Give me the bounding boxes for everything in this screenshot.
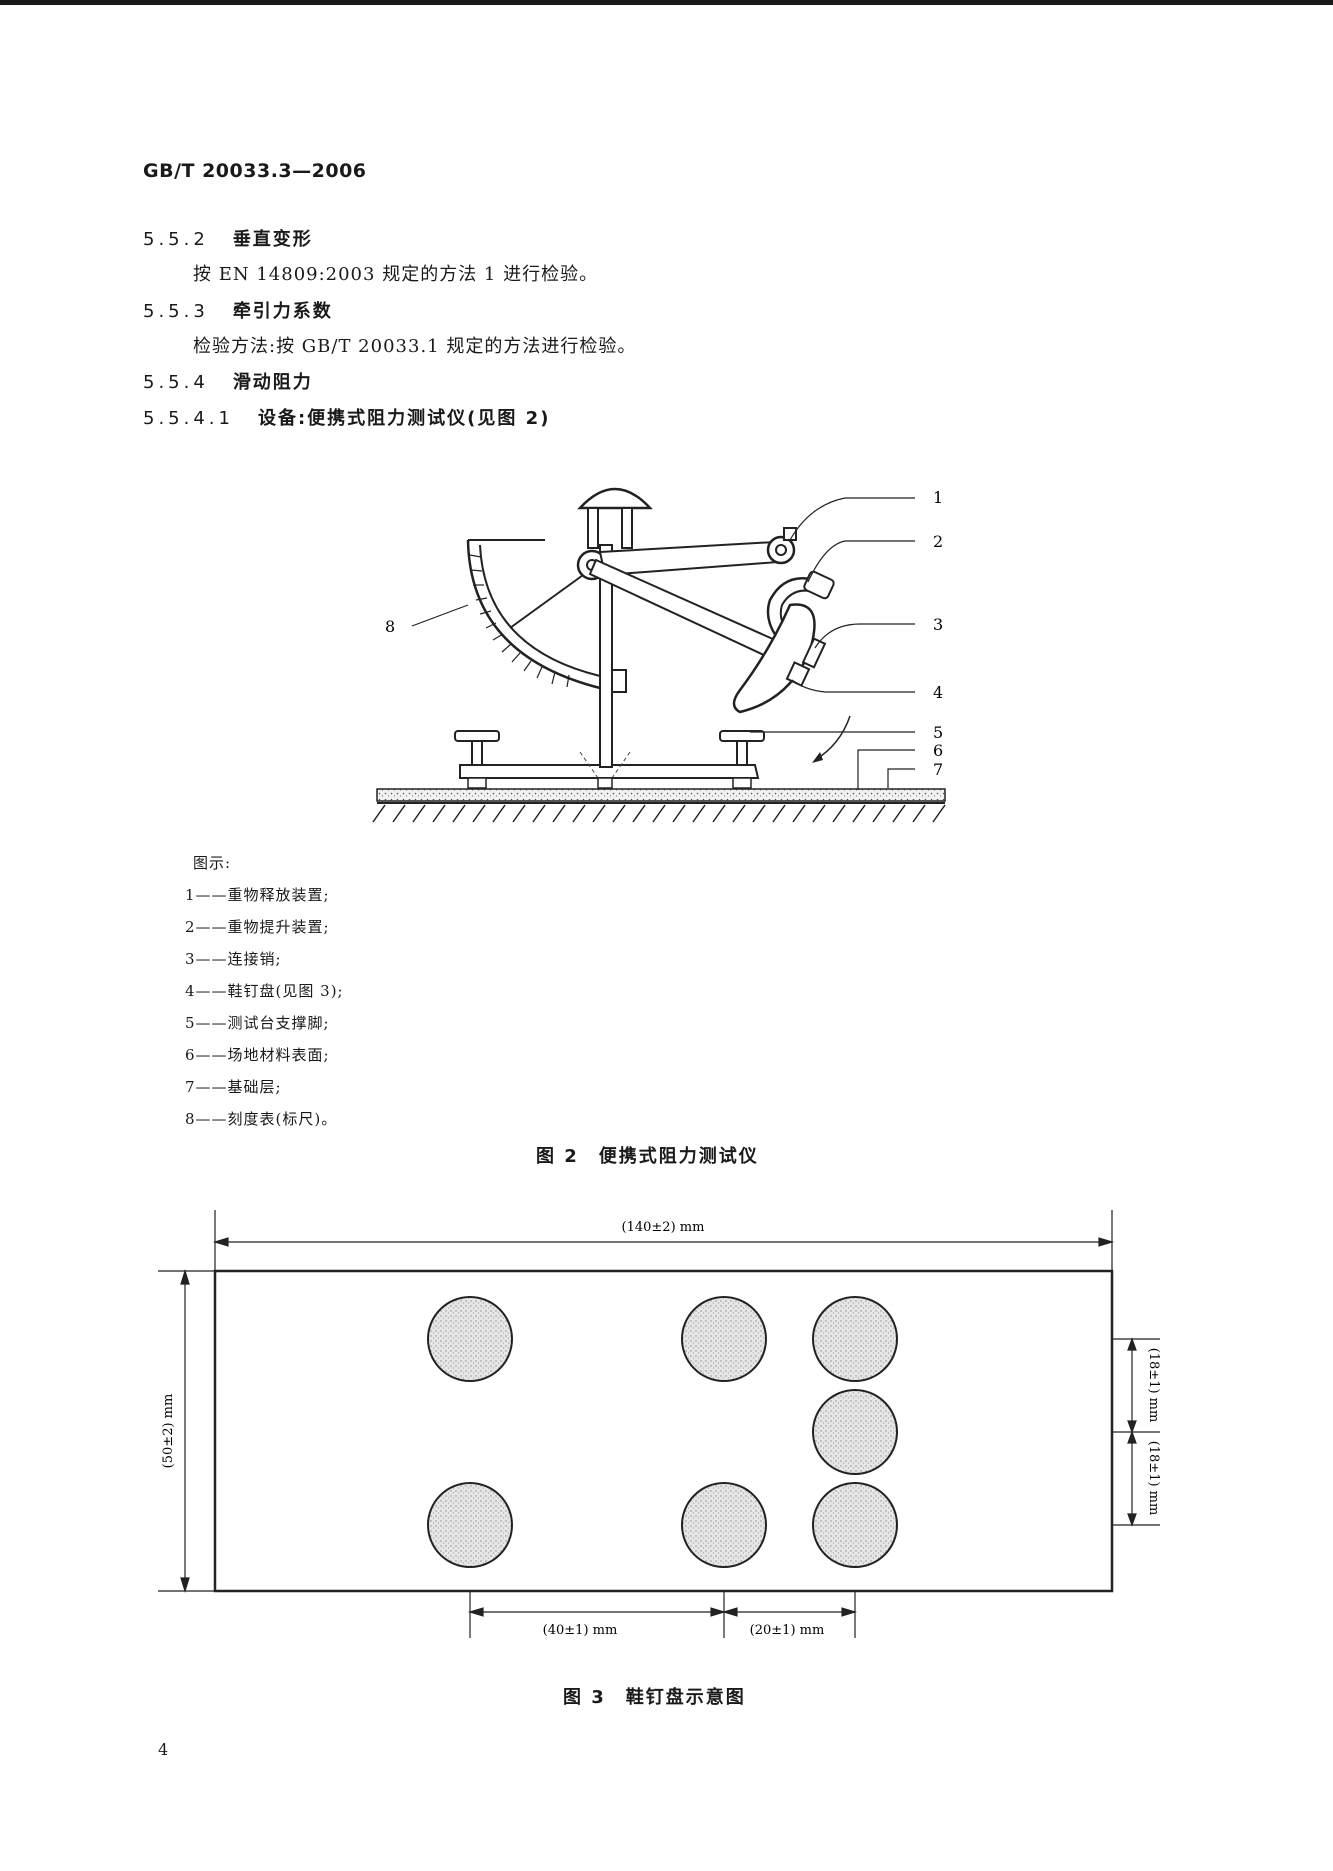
section-title: 牵引力系数 [232, 301, 333, 322]
stud [427, 1296, 513, 1382]
dim-right-upper-label: (18±1) mm [1146, 1348, 1161, 1423]
section-number: 5.5.2 [143, 229, 209, 250]
shoe-stud-plate [732, 603, 816, 714]
dim-height-label: (50±2) mm [161, 1394, 176, 1469]
stud [427, 1482, 513, 1568]
base-plate [459, 764, 760, 779]
section-5-5-4-1-heading: 5.5.4.1 设备:便携式阻力测试仪(见图 2) [143, 404, 550, 430]
section-title: 设备:便携式阻力测试仪(见图 2) [257, 408, 551, 429]
legend-item: 3——连接销; [185, 950, 282, 968]
stud [812, 1482, 898, 1568]
section-number: 5.5.3 [143, 301, 209, 322]
section-number: 5.5.4.1 [143, 408, 234, 429]
section-5-5-2-body: 按 EN 14809:2003 规定的方法 1 进行检验。 [193, 264, 599, 285]
callout-3: 3 [933, 615, 943, 634]
pendulum-arm [588, 558, 777, 658]
figure-3-caption: 图 3 鞋钉盘示意图 [563, 1687, 746, 1708]
dim-bottom [467, 1591, 858, 1638]
top-handle [577, 487, 653, 510]
callout-7: 7 [933, 760, 943, 779]
dim-right-lower-label: (18±1) mm [1146, 1441, 1161, 1516]
page-number: 4 [158, 1740, 169, 1759]
field-surface-layer [376, 788, 946, 802]
legend-item: 7——基础层; [185, 1078, 282, 1096]
stud [681, 1296, 767, 1382]
section-5-5-3-body: 检验方法:按 GB/T 20033.1 规定的方法进行检验。 [193, 336, 637, 357]
stud [812, 1389, 898, 1475]
stud-plate-outline [213, 1269, 1114, 1593]
ground-hatching [372, 804, 946, 823]
section-title: 滑动阻力 [232, 372, 313, 393]
standard-number: GB/T 20033.3—2006 [143, 160, 367, 182]
section-5-5-4-heading: 5.5.4 滑动阻力 [143, 368, 313, 394]
figure-2-drawing: 1 2 3 4 5 6 7 8 [372, 487, 946, 823]
dim-bottom-right-label: (20±1) mm [750, 1623, 825, 1638]
section-number: 5.5.4 [143, 372, 209, 393]
dim-bottom-left-label: (40±1) mm [543, 1623, 618, 1638]
pointer-needle [509, 569, 591, 629]
callout-1: 1 [933, 488, 943, 507]
figure-2-caption: 图 2 便携式阻力测试仪 [536, 1146, 759, 1167]
legend-item: 2——重物提升装置; [185, 918, 330, 936]
support-feet [454, 730, 765, 789]
dim-width-label: (140±2) mm [622, 1220, 705, 1235]
dim-right [1112, 1337, 1160, 1527]
top-rule [0, 0, 1333, 5]
legend-item: 1——重物释放装置; [185, 886, 330, 904]
callout-2: 2 [933, 532, 943, 551]
legend-item: 5——测试台支撑脚; [185, 1014, 330, 1032]
callout-5: 5 [933, 723, 943, 742]
section-5-5-3-heading: 5.5.3 牵引力系数 [143, 297, 333, 323]
callout-8: 8 [385, 617, 395, 636]
callout-leaders [411, 497, 915, 790]
dim-width [212, 1210, 1115, 1270]
dim-height [158, 1268, 215, 1594]
legend-item: 4——鞋钉盘(见图 3); [185, 982, 344, 1000]
callout-6: 6 [933, 741, 943, 760]
callout-4: 4 [933, 683, 943, 702]
section-5-5-2-heading: 5.5.2 垂直变形 [143, 225, 313, 251]
stud [681, 1482, 767, 1568]
vertical-column [599, 544, 613, 768]
section-title: 垂直变形 [232, 229, 313, 250]
legend-title: 图示: [193, 854, 232, 872]
legend-item: 6——场地材料表面; [185, 1046, 330, 1064]
figure-3-drawing: (140±2) mm (50±2) mm (18±1) mm (18±1) mm… [158, 1210, 1161, 1638]
stud [812, 1296, 898, 1382]
studs [427, 1296, 898, 1568]
legend-item: 8——刻度表(标尺)。 [185, 1110, 338, 1128]
